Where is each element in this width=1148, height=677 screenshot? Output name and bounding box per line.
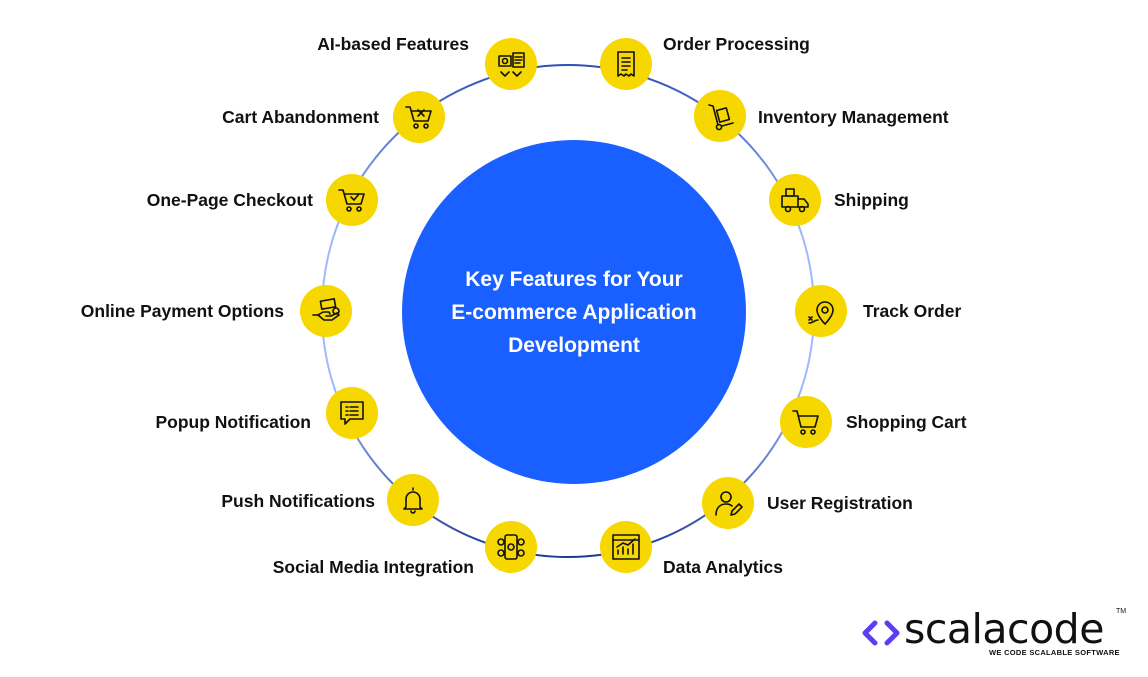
feature-label-track: Track Order xyxy=(863,301,962,321)
feature-icon-push xyxy=(387,474,439,526)
feature-icon-ai xyxy=(485,38,537,90)
feature-label-shipping: Shipping xyxy=(834,190,909,210)
analytics-chart-icon xyxy=(612,534,640,560)
feature-label-popup: Popup Notification xyxy=(155,412,311,432)
feature-label-payment: Online Payment Options xyxy=(80,301,284,321)
hand-money-icon xyxy=(312,298,340,321)
feature-icon-abandon xyxy=(393,91,445,143)
feature-icon-shipping xyxy=(769,174,821,226)
feature-label-analytics: Data Analytics xyxy=(663,557,783,577)
ai-features-icon xyxy=(498,52,525,77)
bell-icon xyxy=(403,487,423,514)
social-media-icon xyxy=(497,534,525,560)
feature-icon-analytics xyxy=(600,521,652,573)
brand-tagline: WE CODE SCALABLE SOFTWARE xyxy=(989,648,1120,657)
feature-icon-track xyxy=(795,285,847,337)
cart-check-icon xyxy=(338,189,365,212)
user-edit-icon xyxy=(715,491,743,516)
feature-icon-payment xyxy=(300,285,352,337)
feature-icon-cart xyxy=(780,396,832,448)
feature-label-cart: Shopping Cart xyxy=(846,412,967,432)
feature-icon-popup xyxy=(326,387,378,439)
feature-icon-checkout xyxy=(326,174,378,226)
feature-label-push: Push Notifications xyxy=(221,491,375,511)
feature-icon-register xyxy=(702,477,754,529)
feature-icon-social xyxy=(485,521,537,573)
cart-cancel-icon xyxy=(405,106,432,129)
feature-label-register: User Registration xyxy=(767,493,913,513)
feature-label-inventory: Inventory Management xyxy=(758,107,949,127)
feature-label-checkout: One-Page Checkout xyxy=(146,190,313,210)
delivery-truck-icon xyxy=(781,188,809,213)
feature-icon-order xyxy=(600,38,652,90)
center-title: Key Features for Your E-commerce Applica… xyxy=(451,267,697,357)
chat-list-icon xyxy=(340,401,364,425)
feature-label-ai: AI-based Features xyxy=(317,34,469,54)
order-list-icon xyxy=(617,51,635,77)
feature-label-order: Order Processing xyxy=(663,34,810,54)
brand-trademark: TM xyxy=(1116,608,1127,615)
shopping-cart-icon xyxy=(792,410,819,435)
feature-icon-inventory xyxy=(694,90,746,142)
center-circle: Key Features for Your E-commerce Applica… xyxy=(402,140,746,484)
feature-label-social: Social Media Integration xyxy=(272,557,474,577)
hand-truck-icon xyxy=(708,104,734,131)
location-pin-icon xyxy=(808,301,834,325)
feature-label-abandon: Cart Abandonment xyxy=(222,107,379,127)
brand-logo: scalacode TM WE CODE SCALABLE SOFTWARE xyxy=(862,606,1132,666)
brand-name: scalacode xyxy=(904,605,1104,653)
code-brackets-icon xyxy=(862,620,900,646)
